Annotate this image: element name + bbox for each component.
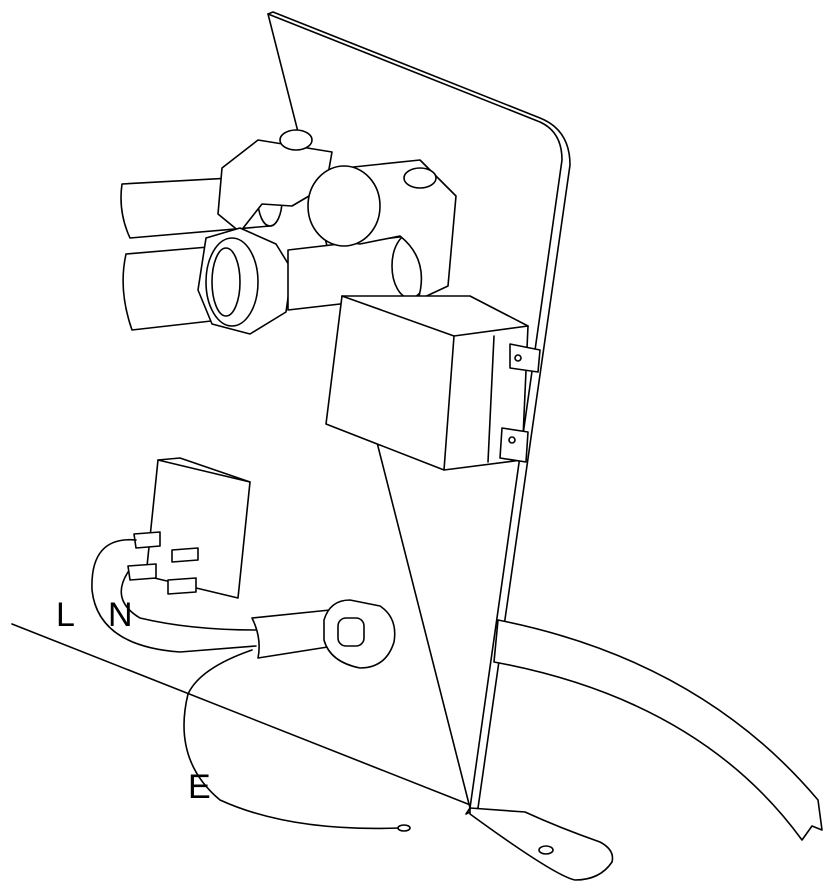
- solenoid-terminal-bottom-hole: [508, 436, 516, 444]
- terminal-block-top: [157, 457, 251, 483]
- grommet-slot: [337, 617, 365, 647]
- solenoid-terminal-bottom: [499, 427, 529, 463]
- screw-head-right: [403, 167, 437, 189]
- earth-wire-end: [397, 824, 411, 832]
- solenoid-terminal-top: [509, 343, 541, 373]
- wire-neutral: [120, 571, 257, 631]
- floor-edge-line: [11, 623, 479, 809]
- label-neutral: N: [108, 596, 133, 634]
- support-arm: [493, 619, 823, 841]
- wire-live: [91, 538, 257, 653]
- wire-earth: [183, 649, 401, 830]
- solenoid-terminal-top-hole: [514, 354, 522, 362]
- bracket-foot-hole: [538, 845, 554, 855]
- label-live: L: [56, 596, 75, 634]
- cable-sleeve: [251, 609, 335, 659]
- screw-head-left: [279, 129, 313, 151]
- solenoid-box: [325, 295, 529, 471]
- terminal-lug-4: [167, 577, 197, 595]
- terminal-lug-3: [127, 563, 157, 581]
- solenoid-box-edges: [341, 295, 529, 471]
- label-earth: E: [188, 768, 211, 806]
- hex-nut-inner: [211, 247, 241, 317]
- terminal-lug-2: [171, 547, 199, 563]
- mounting-panel-edge: [267, 13, 563, 809]
- terminal-block: [145, 459, 251, 599]
- bracket-foot: [469, 807, 614, 881]
- terminal-lug-1: [133, 531, 161, 549]
- valve-body-right-ring: [307, 165, 381, 247]
